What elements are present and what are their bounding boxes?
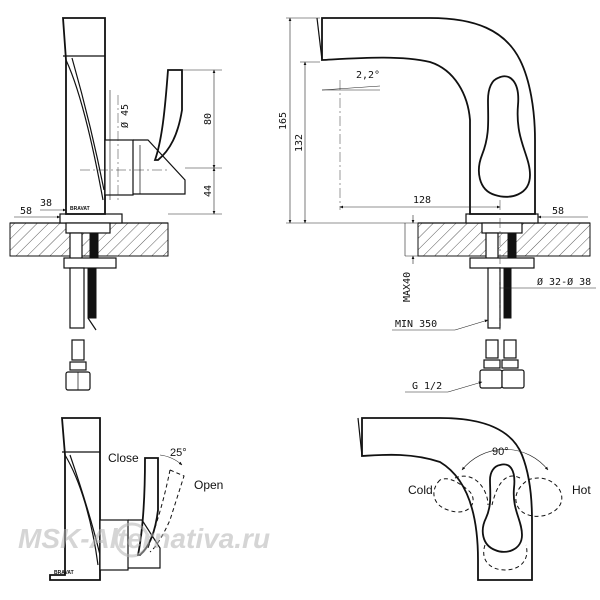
faucet-body-rotation <box>361 417 533 581</box>
rotation-view: 90° Cold Hot <box>357 417 591 581</box>
faucet-body-tilt <box>49 417 101 581</box>
faucet-body-side <box>62 17 106 215</box>
handle-side <box>153 69 183 161</box>
dim-thread: G 1/2 <box>412 381 442 392</box>
close-label: Close <box>108 451 139 465</box>
watermark-text: MSK-Alternativa.ru <box>18 523 270 554</box>
dim-handle-height: 80 <box>203 113 214 125</box>
dim-side-diameter: Ø 45 <box>119 104 131 128</box>
cold-label: Cold <box>408 483 433 497</box>
dim-base-width: 38 <box>40 198 52 209</box>
watermark: MSK-Alternativa.ru <box>18 522 270 558</box>
dim-spout-height: 132 <box>294 134 305 152</box>
dim-angle-top: 2,2° <box>356 70 380 81</box>
faucet-body-front <box>321 17 536 215</box>
dim-base-height: 44 <box>203 185 214 197</box>
open-label: Open <box>194 478 223 492</box>
watermark-logo-icon <box>114 522 150 558</box>
hot-label: Hot <box>572 483 591 497</box>
faucet-brand-tilt: BRAVAT <box>54 570 74 576</box>
dim-hole-diameter: Ø 32-Ø 38 <box>537 276 591 288</box>
dim-hose-length: MIN 350 <box>395 319 437 330</box>
dim-max-thickness: MAX40 <box>402 272 413 302</box>
handle-front <box>478 75 531 198</box>
handle-rotation <box>481 463 523 553</box>
rotation-angle: 90° <box>492 446 509 458</box>
dim-front-plate: 58 <box>552 206 564 217</box>
dim-reach: 128 <box>413 195 431 206</box>
front-view: 2,2° 165 132 128 58 MAX40 Ø 32-Ø 38 MIN … <box>278 17 596 393</box>
faucet-brand-side: BRAVAT <box>70 206 90 212</box>
dim-total-height: 165 <box>278 112 289 130</box>
dim-side-plate: 58 <box>20 206 32 217</box>
tilt-angle: 25° <box>170 447 187 459</box>
side-view: BRAVAT Ø 45 80 44 38 58 <box>9 17 222 391</box>
